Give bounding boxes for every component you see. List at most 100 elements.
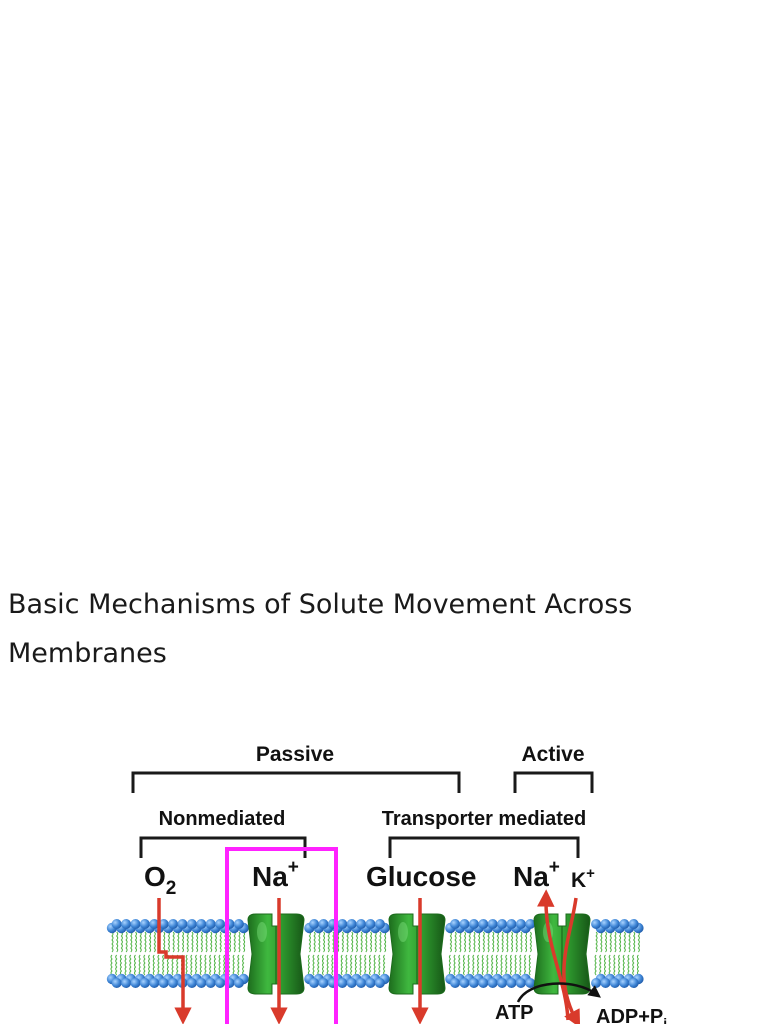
lipid-tail: [487, 931, 490, 953]
lipid-tail: [200, 931, 203, 953]
lipid-tail: [327, 931, 330, 953]
lipid-tail: [514, 954, 517, 976]
active-label: Active: [521, 743, 584, 766]
lipid-head: [309, 919, 320, 929]
lipid-head: [111, 978, 122, 988]
lipid-tail: [209, 931, 213, 953]
lipid-head: [337, 919, 348, 929]
lipid-tail: [510, 954, 513, 976]
lipid-tail: [181, 931, 184, 953]
lipid-tail: [307, 954, 311, 976]
lipid-tail: [350, 954, 353, 976]
transport-protein: [388, 913, 446, 995]
lipid-head: [515, 919, 526, 929]
lipid-tail: [369, 954, 372, 976]
lipid-tail: [312, 954, 315, 976]
lipid-tail: [383, 954, 386, 976]
adp-label: ADP+Pi: [596, 1006, 667, 1024]
lipid-head: [130, 978, 141, 988]
lipid-tail: [365, 931, 368, 953]
lipid-tail: [331, 954, 334, 976]
lipid-head: [346, 978, 357, 988]
lipid-head: [205, 919, 216, 929]
lipid-tail: [604, 954, 607, 976]
lipid-tail: [346, 931, 349, 953]
lipid-tail: [600, 931, 603, 953]
lipid-head: [374, 919, 385, 929]
lipid-tail: [110, 954, 113, 976]
lipid-tail: [134, 954, 137, 976]
lipid-tail: [322, 954, 325, 976]
lipid-tail: [223, 954, 226, 976]
highlight-box: [225, 847, 338, 1024]
lipid-tail: [477, 931, 481, 953]
lipid-tail: [613, 954, 616, 976]
lipid-tail: [115, 931, 119, 953]
lipid-head: [356, 978, 367, 988]
passive-bracket: [131, 771, 461, 793]
oxygen-label: O2: [144, 861, 176, 899]
lipid-tail: [354, 954, 358, 976]
lipid-tail: [148, 954, 151, 976]
lipid-tail: [219, 931, 222, 953]
potassium-pump-label: K+: [571, 865, 595, 892]
lipid-tail: [505, 954, 508, 976]
lipid-tail: [190, 954, 193, 976]
lipid-tail: [195, 954, 198, 976]
lipid-head: [121, 919, 132, 929]
lipid-tail: [529, 931, 532, 953]
lipid-tail: [130, 931, 133, 953]
oxygen-diffusion-arrow: [157, 898, 192, 1024]
lipid-tail: [520, 931, 523, 953]
lipid-head: [525, 978, 536, 988]
lipid-head: [186, 919, 197, 929]
lipid-tail: [355, 931, 358, 953]
lipid-head: [158, 978, 169, 988]
lipid-tail: [228, 931, 231, 953]
lipid-tail: [195, 931, 199, 953]
lipid-head: [111, 919, 122, 929]
lipid-tail: [134, 931, 137, 953]
lipid-tail: [473, 931, 476, 953]
lipid-tail: [115, 954, 118, 976]
lipid-head: [121, 978, 132, 988]
lipid-head: [318, 978, 329, 988]
lipid-tail: [496, 931, 499, 953]
lipid-tail: [618, 954, 621, 976]
lipid-head: [337, 978, 348, 988]
lipid-head: [215, 978, 226, 988]
lipid-head: [525, 919, 536, 929]
lipid-head: [459, 978, 470, 988]
lipid-tail: [459, 931, 462, 953]
lipid-tail: [604, 931, 607, 953]
lipid-tail: [369, 931, 372, 953]
lipid-tail: [238, 931, 241, 953]
lipid-tail: [449, 931, 452, 953]
lipid-tail: [308, 931, 311, 953]
lipid-tail: [528, 954, 532, 976]
lipid-head: [609, 978, 620, 988]
sodium-pump-arrow: [537, 889, 570, 1021]
lipid-tail: [233, 931, 236, 953]
atp-label: ATP: [495, 1002, 534, 1024]
lipid-tail: [622, 954, 626, 976]
lipid-tail: [472, 954, 475, 976]
lipid-head: [468, 978, 479, 988]
transport-protein: [247, 913, 305, 995]
lipid-tail: [157, 954, 160, 976]
membrane-transport-diagram: Passive Active Nonmediated Transporter m…: [106, 743, 667, 1024]
lipid-tail: [345, 954, 348, 976]
lipid-head: [628, 919, 639, 929]
lipid-head: [215, 919, 226, 929]
lipid-tail: [143, 954, 146, 976]
lipid-tail: [467, 954, 470, 976]
lipid-head: [374, 978, 385, 988]
lipid-head: [515, 978, 526, 988]
lipid-tail: [482, 931, 485, 953]
lipid-head: [459, 919, 470, 929]
lipid-head: [196, 919, 207, 929]
lipid-head: [205, 978, 216, 988]
lipid-tail: [594, 954, 597, 976]
lipid-head: [506, 919, 517, 929]
lipid-tail: [111, 931, 114, 953]
